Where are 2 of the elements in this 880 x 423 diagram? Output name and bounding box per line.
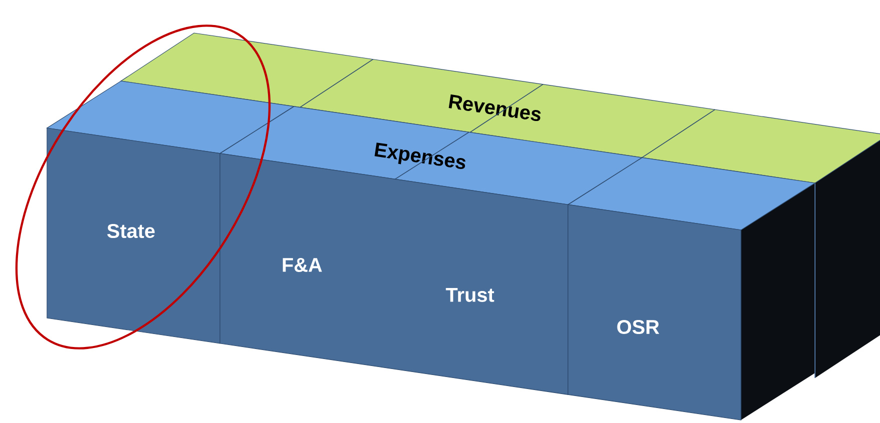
osr-block: OSR: [568, 204, 742, 420]
state-block: State: [46, 128, 220, 344]
